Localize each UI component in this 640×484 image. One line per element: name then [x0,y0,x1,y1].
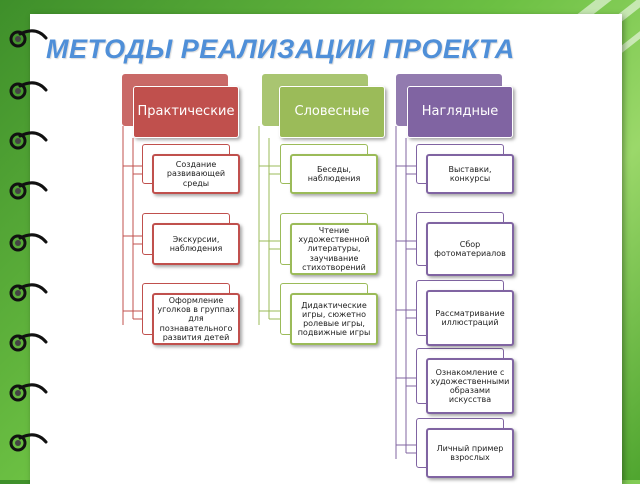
binder-ring-icon [6,232,50,254]
column-header: Словесные [279,86,385,138]
binder-ring-icon [6,180,50,202]
list-item: Выставки, конкурсы [426,154,514,194]
list-item: Сбор фотоматериалов [426,222,514,276]
list-item: Создание развивающей среды [152,154,240,194]
binder-ring-icon [6,382,50,404]
list-item: Беседы, наблюдения [290,154,378,194]
list-item: Рассматривание иллюстраций [426,290,514,346]
list-item: Оформление уголков в группах для познава… [152,293,240,345]
binder-ring-icon [6,80,50,102]
list-item: Экскурсии, наблюдения [152,223,240,265]
binder-ring-icon [6,282,50,304]
slide-title: МЕТОДЫ РЕАЛИЗАЦИИ ПРОЕКТА [46,34,515,64]
list-item: Дидактические игры, сюжетно ролевые игры… [290,293,378,345]
binder-ring-icon [6,432,50,454]
binder-ring-icon [6,332,50,354]
column-header: Наглядные [407,86,513,138]
list-item: Чтение художественной литературы, заучив… [290,223,378,275]
list-item: Ознакомление с художественными образами … [426,358,514,414]
binder-ring-icon [6,130,50,152]
column-header: Практические [133,86,239,138]
list-item: Личный пример взрослых [426,428,514,478]
binder-ring-icon [6,28,50,50]
